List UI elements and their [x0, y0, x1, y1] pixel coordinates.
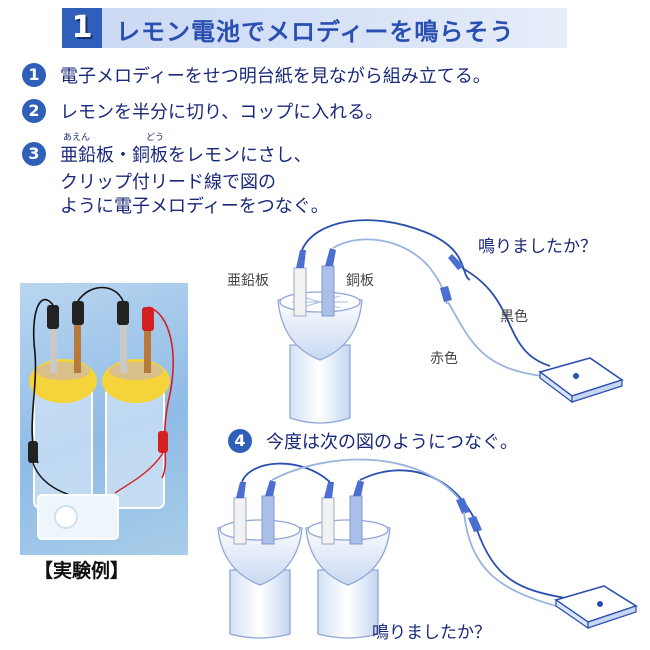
step-2: 2 レモンを半分に切り、コップに入れる。 — [22, 98, 383, 124]
step-number-badge: 3 — [22, 142, 46, 166]
zinc-plate-label: 亜鉛板 — [227, 273, 269, 289]
question-2: 鳴りましたか？ — [372, 623, 491, 643]
step-3-line-3: ように電子メロディーをつなぐ。 — [60, 196, 329, 217]
step-1: 1 電子メロディーをせつ明台紙を見ながら組み立てる。 — [22, 62, 491, 88]
diagram-2 — [217, 458, 638, 639]
step-3: 3 亜鉛板・銅板をレモンにさし、 — [22, 141, 312, 167]
experiment-photo — [20, 283, 188, 555]
section-number: 1 — [62, 8, 102, 48]
ruby-aen: あえん — [63, 133, 91, 143]
ruby-dou: どう — [146, 133, 165, 143]
experiment-photo-drawing — [28, 286, 174, 540]
photo-caption: 【実験例】 — [34, 560, 130, 582]
step-number-badge: 1 — [22, 63, 46, 87]
step-4: 4 今度は次の図のようにつなぐ。 — [228, 428, 518, 454]
section-header: 1 レモン電池でメロディーを鳴らそう — [62, 8, 567, 48]
step-text: 亜鉛板・銅板をレモンにさし、 — [60, 145, 312, 166]
red-wire-label: 赤色 — [430, 351, 458, 367]
step-number-badge: 2 — [22, 99, 46, 123]
step-text: レモンを半分に切り、コップに入れる。 — [60, 102, 384, 123]
step-text: 今度は次の図のようにつなぐ。 — [266, 432, 518, 453]
diagram-1 — [277, 219, 624, 424]
section-title: レモン電池でメロディーを鳴らそう — [116, 18, 515, 46]
copper-plate-label: 銅板 — [346, 273, 374, 289]
step-number-badge: 4 — [228, 429, 252, 453]
step-text: 電子メロディーをせつ明台紙を見ながら組み立てる。 — [60, 66, 491, 87]
step-3-line-2: クリップ付リード線で図の — [60, 172, 276, 193]
question-1: 鳴りましたか？ — [478, 237, 597, 257]
black-wire-label: 黒色 — [500, 309, 528, 325]
